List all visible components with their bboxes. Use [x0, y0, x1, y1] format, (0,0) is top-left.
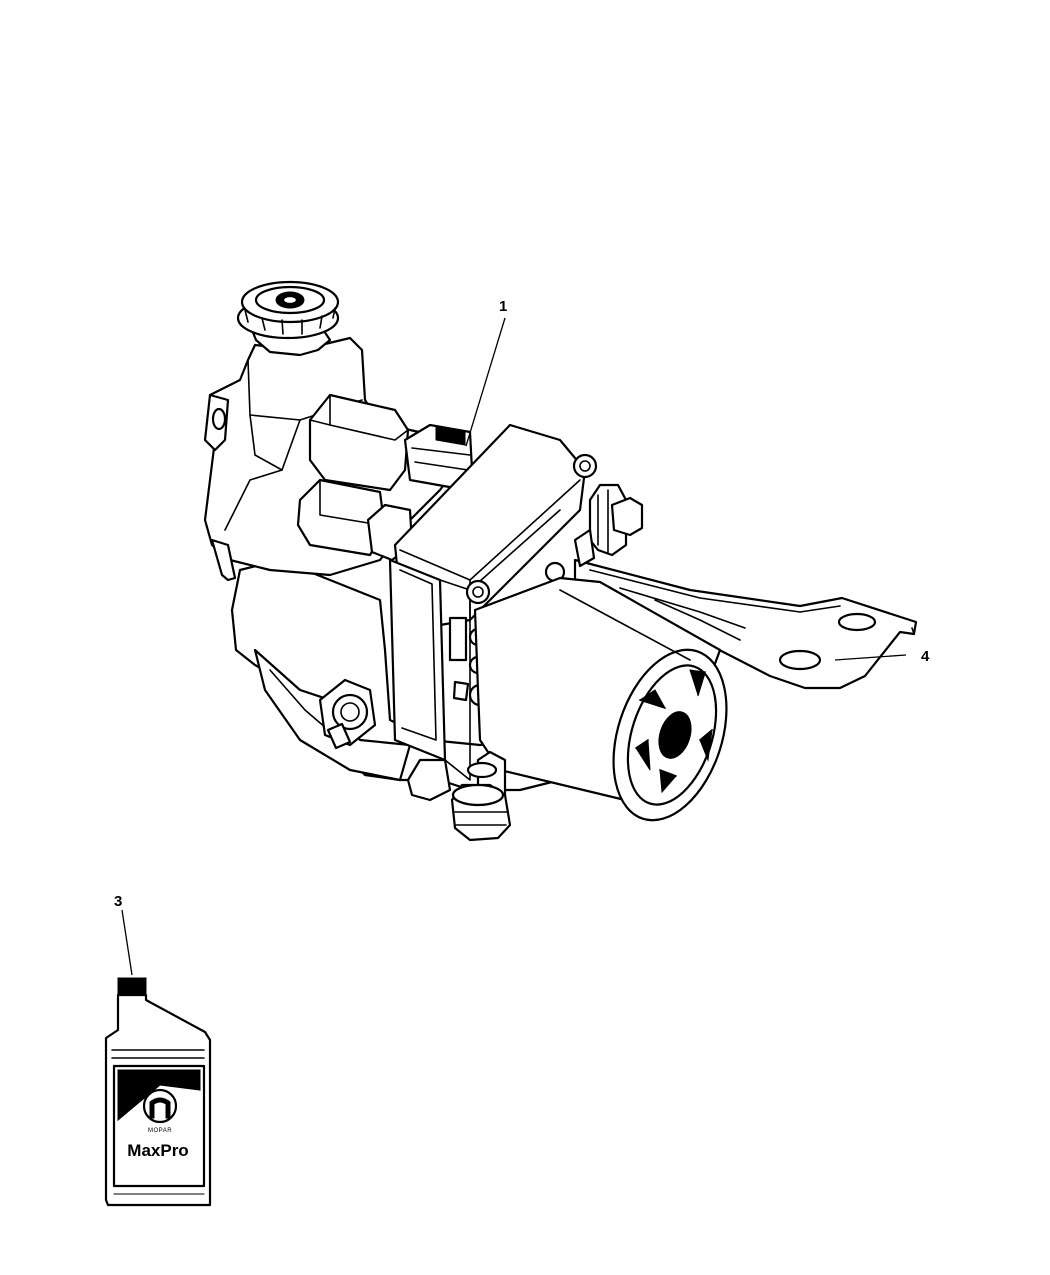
fluid-bottle-icon [104, 977, 212, 1207]
bottle-logo-text: MOPAR [148, 1128, 172, 1134]
callout-4: 4 [921, 648, 930, 665]
callout-1: 1 [499, 298, 507, 315]
mounting-bracket-icon [573, 558, 918, 690]
power-steering-pump-icon [203, 280, 728, 842]
callout-3: 3 [114, 893, 122, 910]
callout-1-leader [465, 317, 506, 447]
bottle-brand-text: MaxPro [127, 1141, 188, 1160]
callout-3-leader [121, 909, 133, 976]
callout-4-leader [834, 654, 907, 661]
